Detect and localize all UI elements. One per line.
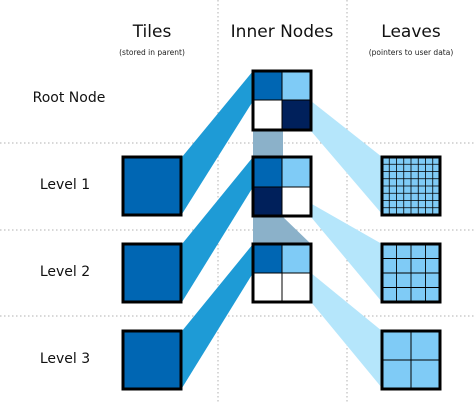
leaves-title: Leaves <box>381 22 441 42</box>
row-label-level-3: Level 3 <box>39 351 91 367</box>
inner-nodes-title: Inner Nodes <box>230 22 334 42</box>
row-label-root: Root Node <box>32 90 106 106</box>
row-label-level-2: Level 2 <box>39 264 91 280</box>
connector-level1-to-leaf-2 <box>282 187 382 302</box>
connector-root-to-level1 <box>253 131 283 157</box>
connector-level1-to-tile-2 <box>182 157 253 302</box>
tile-level-1 <box>121 155 183 217</box>
leaves-subtitle: (pointers to user data) <box>368 48 454 57</box>
tile-level-3 <box>121 329 183 391</box>
connector-root-to-leaf-1 <box>311 101 382 214</box>
connector-level2-to-tile-3 <box>182 244 253 388</box>
tiles-title: Tiles <box>132 22 172 42</box>
leaf-level-3 <box>380 329 442 391</box>
tile-level-2 <box>121 242 183 304</box>
column-title-leaves: Leaves (pointers to user data) <box>355 22 467 58</box>
column-title-inner-nodes: Inner Nodes <box>222 22 342 42</box>
leaf-level-2 <box>380 242 442 304</box>
inner-node-level-1 <box>251 155 313 218</box>
tiles-subtitle: (stored in parent) <box>119 48 185 57</box>
leaf-level-1 <box>380 155 442 217</box>
inner-node-root <box>251 69 313 132</box>
connector-level1-to-level2 <box>253 217 311 244</box>
column-title-tiles: Tiles (stored in parent) <box>101 22 203 58</box>
row-label-level-1: Level 1 <box>39 177 91 193</box>
inner-node-level-2 <box>251 242 313 304</box>
connector-root-to-tile-1 <box>182 71 253 214</box>
connector-level2-to-leaf-3 <box>311 273 382 388</box>
